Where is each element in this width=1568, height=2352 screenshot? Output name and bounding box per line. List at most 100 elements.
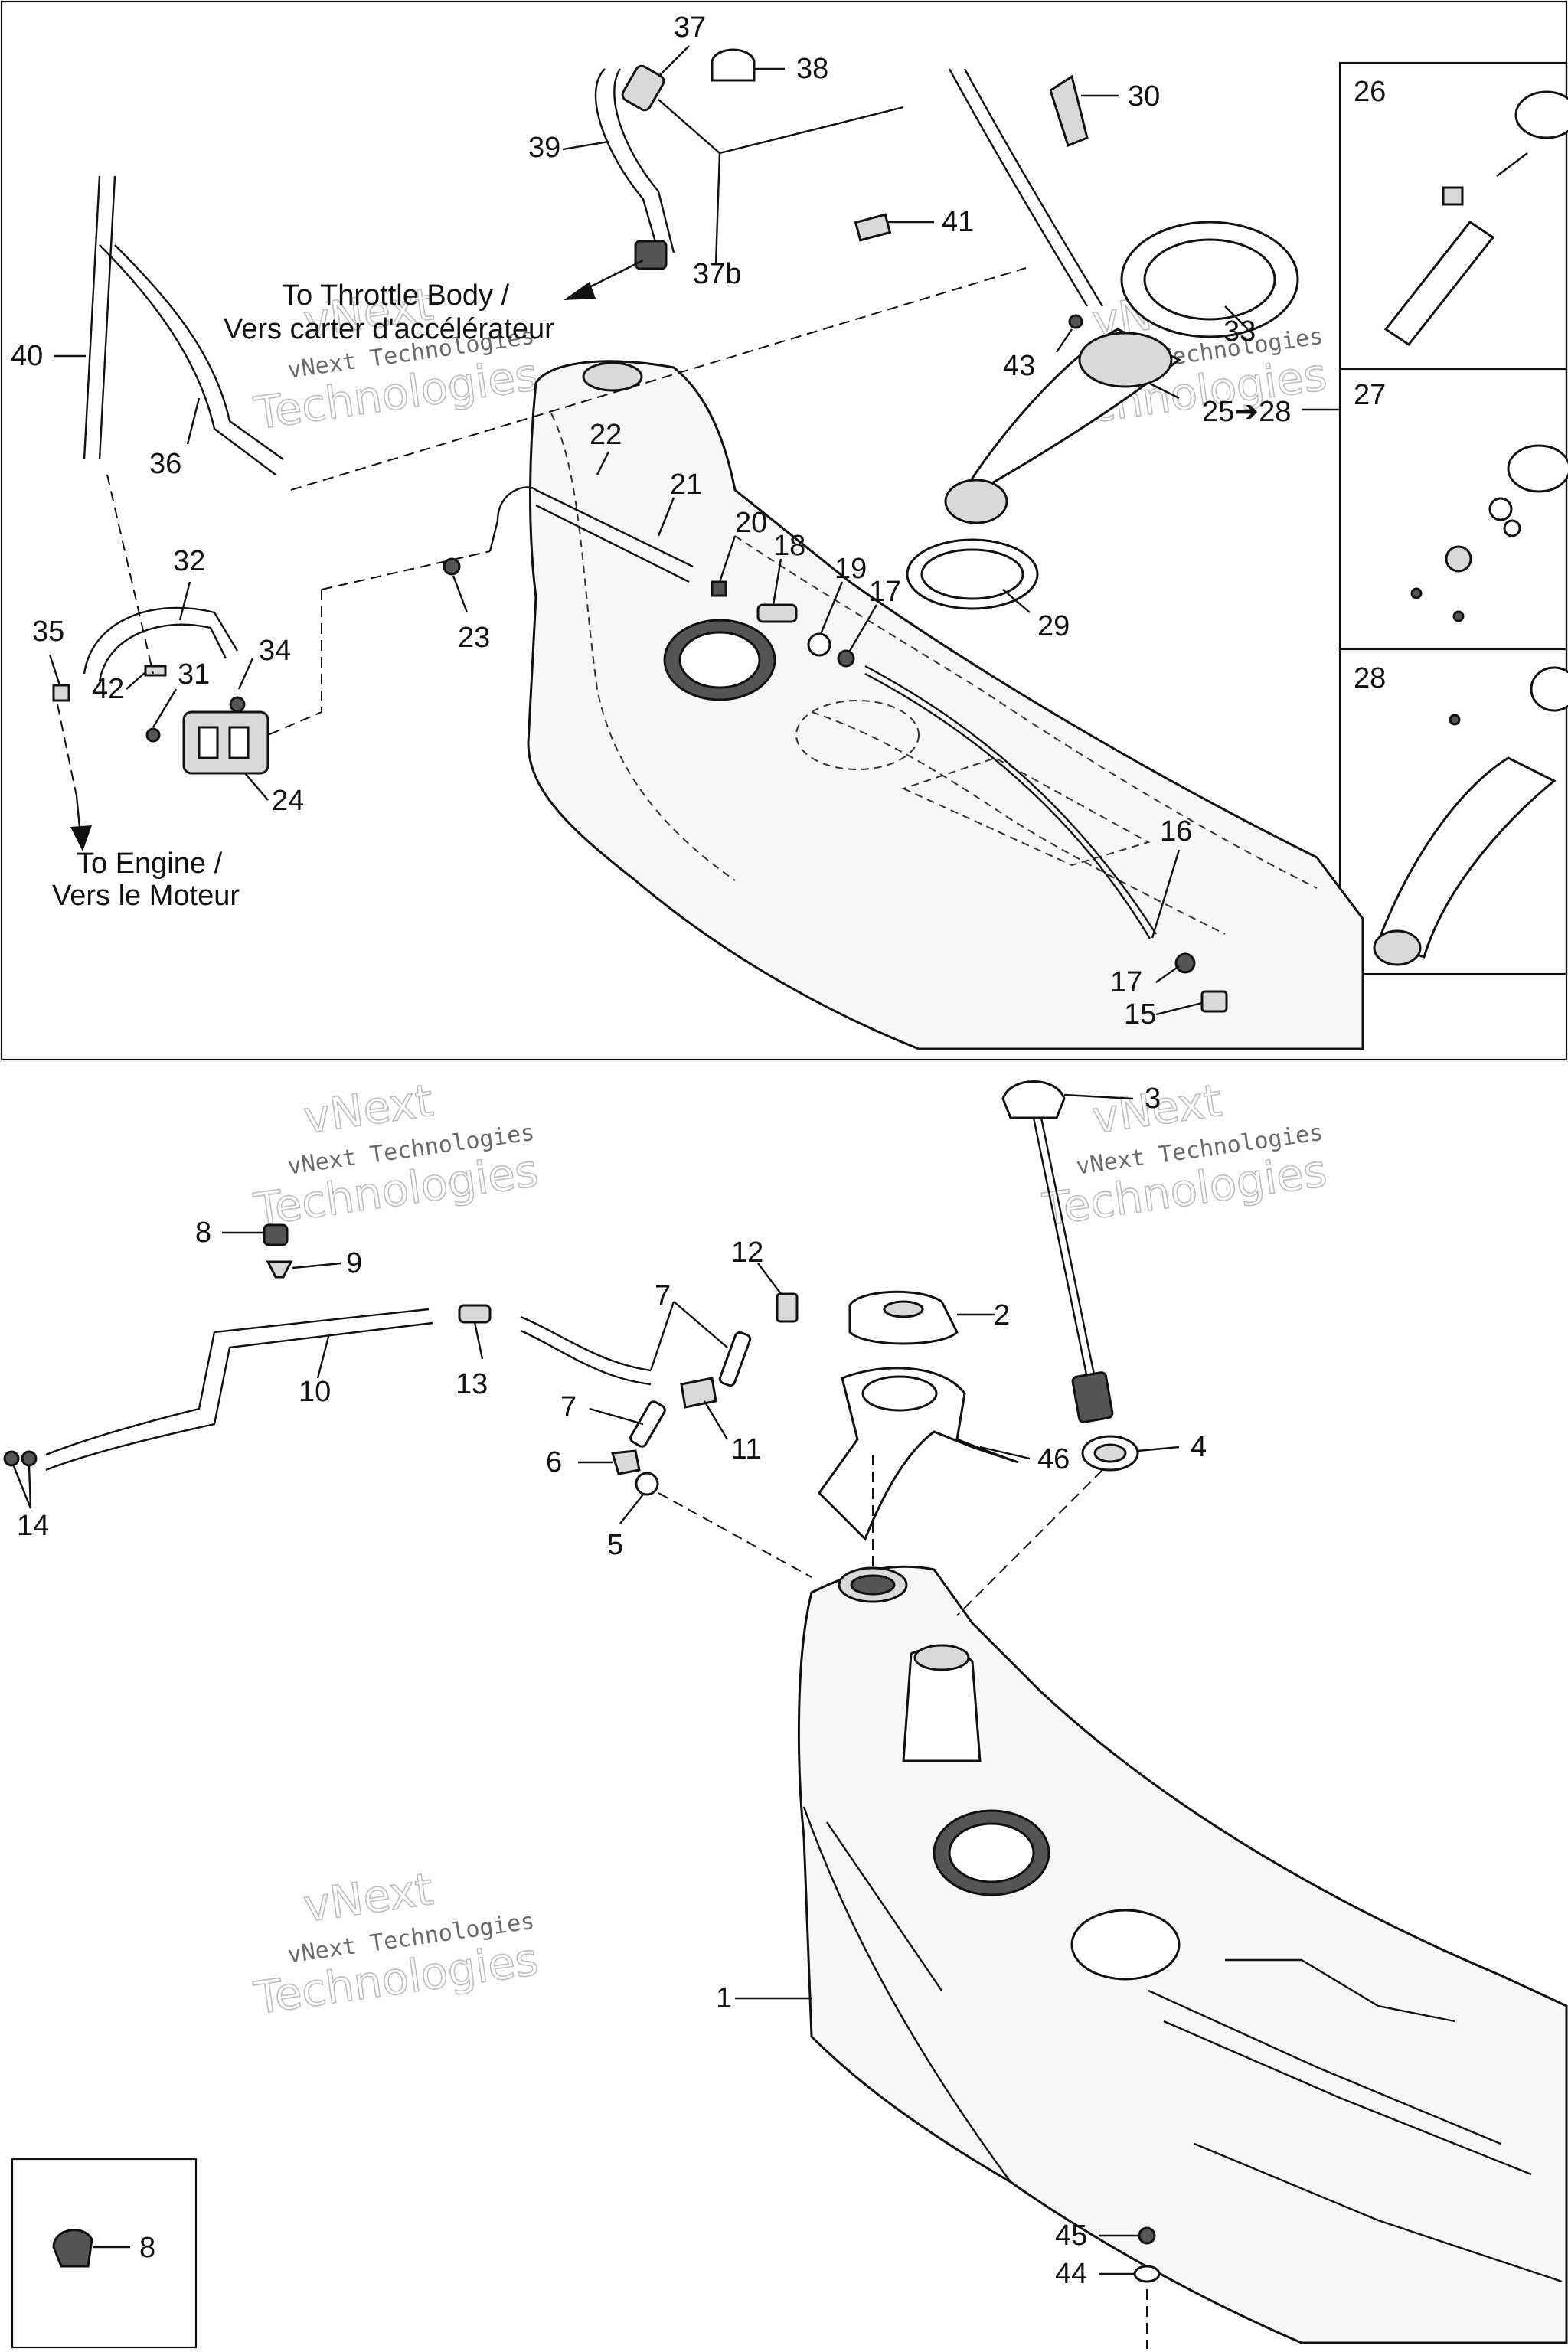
lower-fuel-tank bbox=[797, 1565, 1568, 2344]
inset-parts bbox=[1373, 90, 1568, 966]
svg-text:vNext: vNext bbox=[300, 1074, 436, 1144]
callout-17b: 17 bbox=[1110, 966, 1142, 998]
callout-32: 32 bbox=[173, 545, 205, 577]
valve-24 bbox=[182, 710, 270, 775]
watermark-3: vNext vNext Technologies Technologies bbox=[250, 1073, 542, 1236]
callout-41: 41 bbox=[942, 206, 974, 238]
callout-44: 44 bbox=[1055, 2258, 1087, 2290]
callout-8a: 8 bbox=[195, 1217, 211, 1249]
note-throttle-en: To Throttle Body / bbox=[282, 279, 510, 312]
hose-40 bbox=[83, 175, 101, 460]
clip-35 bbox=[52, 684, 70, 702]
callout-35: 35 bbox=[32, 616, 64, 648]
callout-12: 12 bbox=[731, 1236, 763, 1269]
washer-44 bbox=[1133, 2265, 1161, 2283]
clip-8 bbox=[263, 1223, 289, 1246]
fitting-18 bbox=[756, 603, 798, 623]
clamp-17b bbox=[1174, 952, 1196, 974]
connector-37b bbox=[658, 99, 720, 154]
callout-3: 3 bbox=[1145, 1083, 1161, 1115]
fitting-13 bbox=[458, 1304, 492, 1324]
lower-parts bbox=[3, 1080, 1161, 2349]
inset-seal-27 bbox=[1507, 444, 1568, 493]
leader-lines bbox=[12, 45, 1341, 2275]
breather-tube-16 bbox=[864, 665, 1158, 935]
callout-15: 15 bbox=[1124, 998, 1156, 1031]
nut-45 bbox=[1138, 2226, 1156, 2245]
callout-14: 14 bbox=[17, 1510, 49, 1542]
elbow-6 bbox=[611, 1449, 641, 1475]
callout-21: 21 bbox=[670, 469, 702, 501]
callout-34: 34 bbox=[259, 635, 291, 667]
callout-2: 2 bbox=[994, 1299, 1010, 1331]
clip-42 bbox=[144, 665, 167, 677]
note-engine-en: To Engine / bbox=[77, 848, 223, 880]
hose-21 bbox=[488, 486, 537, 552]
detail-clip-8 bbox=[52, 2229, 93, 2268]
svg-text:vNext: vNext bbox=[300, 1863, 436, 1932]
callout-37: 37 bbox=[674, 11, 706, 44]
callout-4: 4 bbox=[1191, 1431, 1207, 1463]
callout-29: 29 bbox=[1037, 610, 1070, 642]
callout-18: 18 bbox=[773, 530, 805, 562]
callout-9: 9 bbox=[346, 1247, 362, 1279]
tee-11 bbox=[680, 1377, 717, 1409]
hose-10 bbox=[45, 1308, 430, 1456]
watermark-4: vNext vNext Technologies Technologies bbox=[1039, 1073, 1331, 1236]
callout-19: 19 bbox=[835, 553, 867, 585]
callout-39: 39 bbox=[528, 132, 560, 164]
callout-17: 17 bbox=[869, 576, 901, 608]
clip-14b bbox=[21, 1450, 38, 1467]
callout-42: 42 bbox=[92, 673, 124, 705]
callout-38: 38 bbox=[796, 53, 828, 85]
fitting-43 bbox=[1068, 314, 1083, 329]
callout-10: 10 bbox=[299, 1376, 331, 1408]
upper-parts bbox=[52, 48, 1299, 1013]
upper-tank-body bbox=[527, 360, 1364, 1050]
callout-13: 13 bbox=[456, 1368, 488, 1400]
watermarks: vNext vNext Technologies Technologies vN… bbox=[250, 277, 1331, 2025]
clamp-23 bbox=[443, 557, 461, 576]
callout-26: 26 bbox=[1354, 76, 1386, 108]
callout-30: 30 bbox=[1128, 80, 1160, 113]
grommet-5 bbox=[635, 1472, 659, 1496]
clamp-34 bbox=[229, 696, 246, 713]
fitting-37 bbox=[621, 64, 665, 112]
callout-6: 6 bbox=[546, 1446, 562, 1478]
callout-5: 5 bbox=[607, 1529, 623, 1561]
callout-labels: 37 38 39 37b 30 41 33 43 25➔28 26 27 28 … bbox=[11, 11, 1386, 2290]
callout-36: 36 bbox=[149, 448, 181, 480]
gauge-cap-3 bbox=[1001, 1080, 1066, 1119]
callout-22: 22 bbox=[590, 419, 622, 451]
watermark-5: vNext vNext Technologies Technologies bbox=[250, 1862, 542, 2025]
inset-pump-26 bbox=[1383, 220, 1495, 347]
callout-11: 11 bbox=[731, 1433, 761, 1465]
callout-7b: 7 bbox=[560, 1391, 577, 1423]
note-engine-fr: Vers le Moteur bbox=[52, 880, 240, 912]
routing-notes: To Throttle Body / Vers carter d'accélér… bbox=[52, 279, 554, 912]
fitting-15 bbox=[1200, 990, 1228, 1013]
clamp-31 bbox=[145, 727, 161, 743]
callout-7a: 7 bbox=[655, 1280, 671, 1312]
callout-20: 20 bbox=[735, 507, 767, 539]
gauge-float bbox=[1071, 1371, 1114, 1423]
hose-39 bbox=[594, 68, 660, 253]
callout-23: 23 bbox=[458, 622, 490, 654]
inset-module-28 bbox=[1377, 756, 1557, 959]
callout-25-28: 25➔28 bbox=[1202, 396, 1291, 428]
upper-fuel-tank bbox=[527, 360, 1364, 1050]
gauge-rod bbox=[1032, 1117, 1089, 1379]
rivet-9 bbox=[266, 1260, 293, 1279]
clamp-38 bbox=[710, 48, 756, 82]
fitting-20 bbox=[710, 580, 727, 597]
hose-32 bbox=[83, 606, 239, 675]
grommet-19 bbox=[807, 632, 831, 657]
harness-wire bbox=[948, 68, 1089, 307]
shield-46 bbox=[818, 1367, 1019, 1541]
callout-16: 16 bbox=[1160, 815, 1192, 848]
callout-33: 33 bbox=[1223, 315, 1256, 348]
note-throttle-fr: Vers carter d'accélérateur bbox=[224, 313, 554, 345]
callout-8b: 8 bbox=[139, 2232, 155, 2264]
